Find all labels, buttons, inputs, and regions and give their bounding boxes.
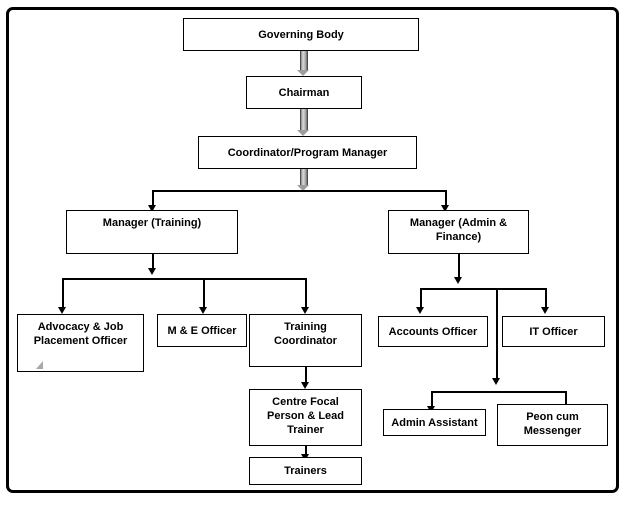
arrow-head-advocacy-officer (58, 307, 66, 314)
node-peon-cum-messenger[interactable]: Peon cum Messenger (497, 404, 608, 446)
connector-training-stem (152, 254, 154, 270)
connector-admin-finance-split-bar (420, 288, 546, 290)
connector-to-it-officer (545, 288, 547, 310)
node-centre-focal-person-lead-trainer-label: Centre Focal Person & Lead Trainer (266, 396, 345, 436)
arrow-head-manager-training (148, 205, 156, 212)
node-accounts-officer-label: Accounts Officer (388, 325, 478, 338)
connector-to-advocacy-officer (62, 278, 64, 310)
node-trainers[interactable]: Trainers (249, 457, 362, 485)
node-trainers-label: Trainers (284, 465, 327, 477)
node-chairman-label: Chairman (278, 86, 330, 99)
arrow-head-centre-focal-person (301, 382, 309, 389)
stray-triangle-artifact (36, 361, 43, 369)
node-manager-admin-finance[interactable]: Manager (Admin & Finance) (388, 210, 529, 254)
connector-admin-finance-stem (458, 254, 460, 278)
node-manager-training[interactable]: Manager (Training) (66, 210, 238, 254)
connector-training-split-bar (62, 278, 306, 280)
block-arrow-chairman-to-coordinator (297, 109, 309, 136)
arrow-head-training-stem (148, 268, 156, 275)
node-it-officer-label: IT Officer (529, 325, 578, 338)
node-chairman[interactable]: Chairman (246, 76, 362, 109)
connector-to-accounts-officer (420, 288, 422, 310)
connector-to-training-coordinator (305, 278, 307, 310)
node-admin-assistant-label: Admin Assistant (391, 416, 478, 429)
node-accounts-officer[interactable]: Accounts Officer (378, 316, 488, 347)
arrow-head-support-staff-stem (492, 378, 500, 385)
connector-admin-finance-to-support-staff (496, 288, 498, 382)
arrow-head-admin-finance-stem (454, 277, 462, 284)
node-it-officer[interactable]: IT Officer (502, 316, 605, 347)
node-manager-admin-finance-label: Manager (Admin & Finance) (409, 217, 508, 243)
node-advocacy-job-placement-officer-label: Advocacy & Job Placement Officer (33, 321, 128, 347)
connector-to-manager-admin-finance (445, 190, 447, 208)
node-peon-cum-messenger-label: Peon cum Messenger (523, 411, 582, 437)
node-centre-focal-person-lead-trainer[interactable]: Centre Focal Person & Lead Trainer (249, 389, 362, 446)
outer-border-frame (6, 7, 619, 493)
arrow-head-it-officer (541, 307, 549, 314)
arrow-head-training-coordinator (301, 307, 309, 314)
connector-support-staff-split-bar (431, 391, 566, 393)
node-coordinator-program-manager-label: Coordinator/Program Manager (227, 146, 388, 159)
node-governing-body-label: Governing Body (258, 28, 344, 41)
arrow-head-accounts-officer (416, 307, 424, 314)
connector-to-peon-cum-messenger (565, 391, 567, 409)
node-training-coordinator-label: Training Coordinator (274, 321, 337, 347)
node-me-officer-label: M & E Officer (167, 324, 237, 337)
connector-to-manager-training (152, 190, 154, 208)
block-arrow-governing-to-chairman (297, 51, 309, 76)
node-coordinator-program-manager[interactable]: Coordinator/Program Manager (198, 136, 417, 169)
node-manager-training-label: Manager (Training) (102, 217, 202, 229)
block-arrow-coordinator-to-managers (297, 169, 309, 191)
arrow-head-me-officer (199, 307, 207, 314)
connector-to-me-officer (203, 278, 205, 310)
node-admin-assistant[interactable]: Admin Assistant (383, 409, 486, 436)
connector-to-trainers (305, 446, 307, 458)
node-training-coordinator[interactable]: Training Coordinator (249, 314, 362, 367)
connector-to-admin-assistant (431, 391, 433, 409)
connector-to-centre-focal-person (305, 367, 307, 385)
node-me-officer[interactable]: M & E Officer (157, 314, 247, 347)
connector-managers-split-bar (152, 190, 447, 192)
arrow-head-manager-admin-finance (441, 205, 449, 212)
node-governing-body[interactable]: Governing Body (183, 18, 419, 51)
